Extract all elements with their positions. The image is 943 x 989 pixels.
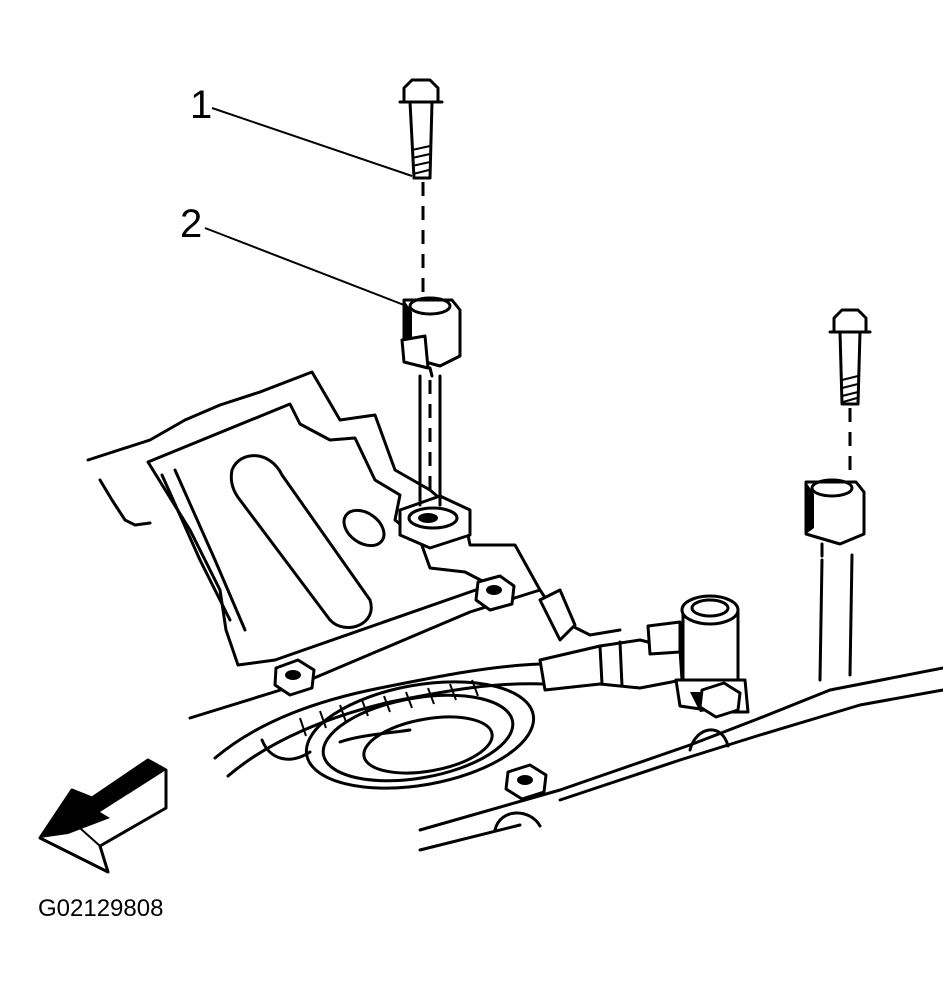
callout-label-1: 1 [190, 83, 212, 127]
wiring-harness [213, 588, 684, 778]
engine-housing [86, 370, 943, 852]
bracket [400, 296, 462, 378]
bolt [398, 78, 444, 180]
leader-line-1 [211, 107, 413, 177]
direction-arrow-icon [38, 758, 168, 874]
leader-line-2 [204, 227, 405, 306]
hex-nut [504, 763, 548, 801]
hex-nut [474, 574, 516, 612]
mounting-boss [398, 494, 472, 550]
hex-nut [698, 681, 742, 719]
bracket [804, 478, 866, 558]
bolt [828, 308, 872, 406]
callout-1: 1 [190, 83, 413, 177]
callout-label-2: 2 [180, 202, 202, 246]
callout-2: 2 [180, 202, 405, 306]
figure-id: G02129808 [38, 895, 163, 922]
hex-nut [273, 658, 316, 697]
